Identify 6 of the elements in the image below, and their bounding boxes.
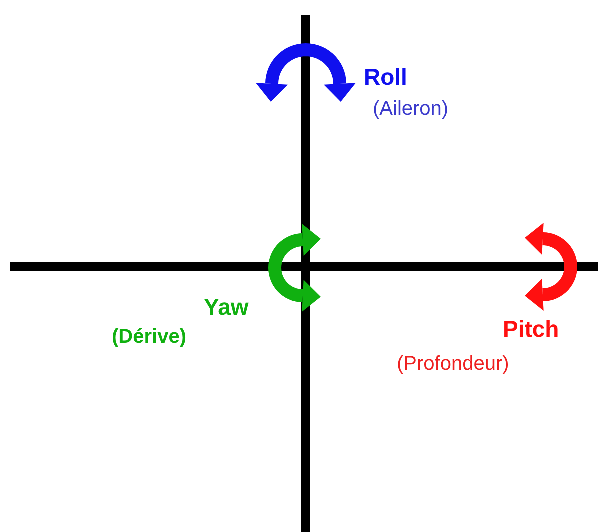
axis-label: (Profondeur) (397, 354, 510, 374)
axis-label: (Dérive) (112, 327, 186, 347)
axis-label: (Aileron) (373, 99, 449, 119)
axis-label: Yaw (204, 296, 249, 319)
axis-label: Roll (364, 66, 408, 89)
axis-label: Pitch (503, 318, 560, 341)
